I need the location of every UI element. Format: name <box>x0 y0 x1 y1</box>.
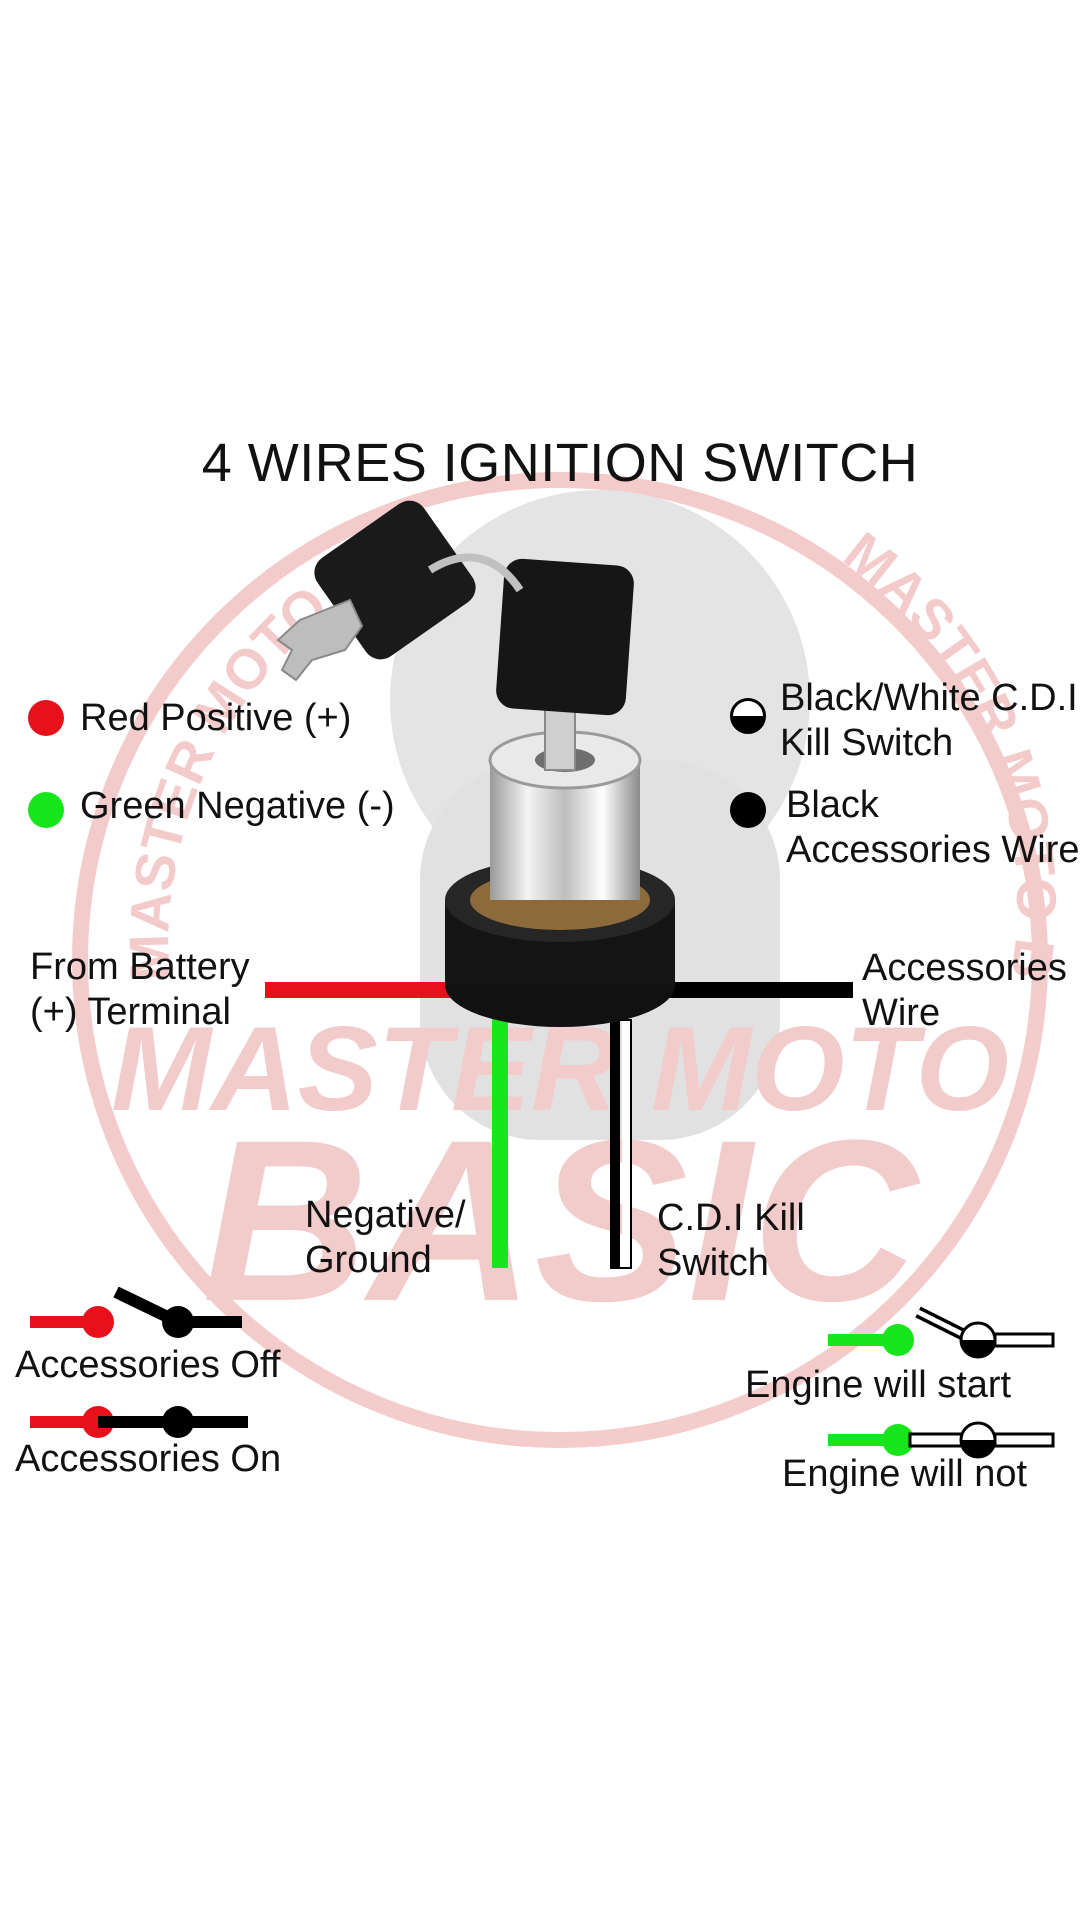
accessories-wire-label: Accessories Wire <box>862 947 1067 1034</box>
watermark-ring <box>72 472 1048 1448</box>
acc-off-switch-icon <box>30 1286 242 1338</box>
engine-start-label: Engine will start <box>745 1364 1012 1406</box>
acc-off-label: Accessories Off <box>15 1344 281 1386</box>
watermark-line2: BASIC <box>202 1092 921 1349</box>
cdi-wire-label: C.D.I Kill Switch <box>657 1197 805 1284</box>
battery-wire-label: From Battery (+) Terminal <box>30 946 250 1033</box>
ignition-switch-image <box>276 500 675 1027</box>
legend-black-white-label: Black/White C.D.I Kill Switch <box>780 677 1078 764</box>
red-dot-icon <box>28 700 64 736</box>
page-title: 4 WIRES IGNITION SWITCH <box>201 433 919 493</box>
negative-wire-label: Negative/ Ground <box>305 1194 466 1281</box>
engine-start-switch-icon <box>828 1306 1055 1359</box>
legend-green-label: Green Negative (-) <box>80 785 395 827</box>
spare-key <box>276 500 524 682</box>
half-black-white-dot-icon <box>730 698 766 734</box>
engine-not-label: Engine will not <box>782 1453 1028 1495</box>
black-dot-icon <box>730 792 766 828</box>
engine-not-switch-icon <box>828 1421 1055 1459</box>
legend-red-label: Red Positive (+) <box>80 697 352 739</box>
acc-on-switch-icon <box>30 1406 248 1438</box>
acc-on-label: Accessories On <box>15 1438 282 1480</box>
legend-black-label: Black Accessories Wire <box>786 784 1080 871</box>
green-dot-icon <box>28 792 64 828</box>
